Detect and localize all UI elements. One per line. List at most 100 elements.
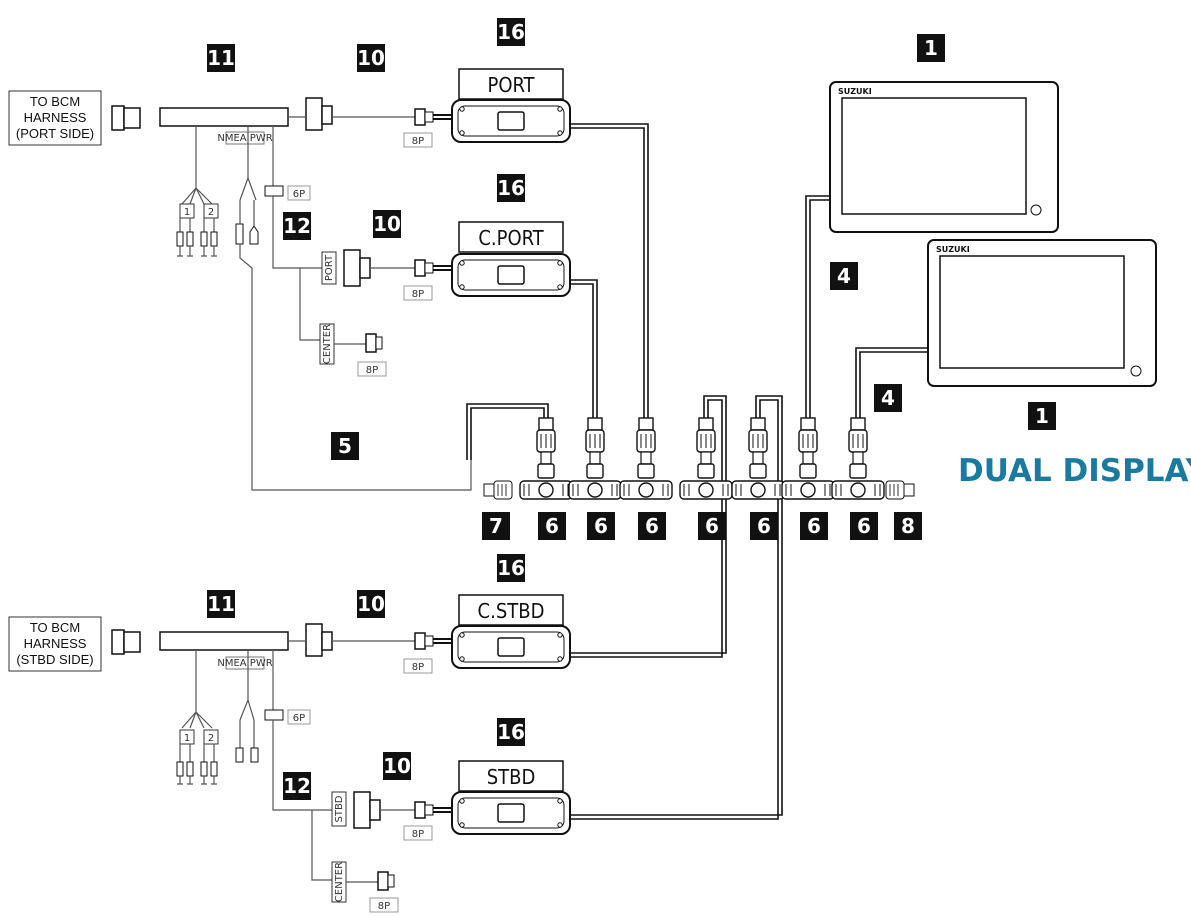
svg-text:6: 6 xyxy=(645,514,659,538)
stbd-6p-label: 6P xyxy=(293,713,305,724)
svg-text:6: 6 xyxy=(705,514,719,538)
stbd-harness-line-1: TO BCM xyxy=(30,620,80,635)
port-6p-label: 6P xyxy=(293,189,305,200)
gateway-modules xyxy=(451,99,571,835)
module-cport-title: C.PORT xyxy=(478,226,544,250)
svg-text:8: 8 xyxy=(901,514,915,538)
callout-4-upper: 4 xyxy=(830,262,858,290)
svg-text:12: 12 xyxy=(283,214,311,238)
callout-11-top: 11 xyxy=(207,44,235,72)
module-port-title: PORT xyxy=(487,73,535,97)
callout-8: 8 xyxy=(894,512,922,540)
port-harness-line-3: (PORT SIDE) xyxy=(16,126,94,141)
module-stbd-title: STBD xyxy=(487,765,536,789)
callout-10-cstbd: 10 xyxy=(357,590,385,618)
callout-6-1: 6 xyxy=(538,512,566,540)
callout-4-lower: 4 xyxy=(874,384,902,412)
stbd-fuse-2-label: 2 xyxy=(208,733,214,744)
stbd-harness-group: TO BCM HARNESS (STBD SIDE) 8P NMEA PWR 1… xyxy=(8,616,452,913)
svg-text:1: 1 xyxy=(924,36,938,60)
callout-10-top: 10 xyxy=(357,44,385,72)
callout-6-4: 6 xyxy=(698,512,726,540)
port-harness-line-2: HARNESS xyxy=(24,110,87,125)
t-connector-5 xyxy=(731,417,785,500)
t-connector-1 xyxy=(519,417,573,500)
display-2-power-icon xyxy=(1130,365,1142,377)
port-8p-connector-icon xyxy=(414,108,426,126)
svg-text:10: 10 xyxy=(373,212,401,236)
port-nmea-pwr-label: NMEA PWR xyxy=(217,133,272,144)
callout-10-stbd: 10 xyxy=(383,752,411,780)
terminator-8-icon xyxy=(885,480,915,500)
callout-6-7: 6 xyxy=(850,512,878,540)
callout-1-lower: 1 xyxy=(1028,402,1056,430)
callout-6-5: 6 xyxy=(750,512,778,540)
stbd-harness-bar xyxy=(159,631,289,651)
t-connector-row xyxy=(519,417,885,500)
backbone-cables xyxy=(466,123,932,820)
callout-5: 5 xyxy=(331,432,359,460)
callout-16-stbd: 16 xyxy=(497,718,525,746)
display-1: SUZUKI xyxy=(829,81,1059,233)
callout-11-bottom: 11 xyxy=(207,590,235,618)
module-cstbd-body xyxy=(451,625,571,669)
module-cstbd-title: C.STBD xyxy=(478,599,545,623)
callout-badges: 16 11 10 1 16 12 10 4 4 1 5 7 8 16 11 10… xyxy=(207,18,1056,800)
port-center-tag-label: CENTER xyxy=(322,324,333,364)
svg-text:1: 1 xyxy=(1035,404,1049,428)
port-harness-label-box xyxy=(8,90,102,146)
cstbd-8p-label: 8P xyxy=(412,662,424,673)
svg-text:11: 11 xyxy=(207,46,235,70)
svg-text:6: 6 xyxy=(807,514,821,538)
svg-text:6: 6 xyxy=(757,514,771,538)
stbd-fuse-1-label: 1 xyxy=(184,733,190,744)
port-harness-line-1: TO BCM xyxy=(30,94,80,109)
svg-text:4: 4 xyxy=(837,264,851,288)
module-port-body xyxy=(451,99,571,143)
port-bcm-connector-icon xyxy=(111,105,125,131)
svg-text:4: 4 xyxy=(881,386,895,410)
cport-8p-label: 8P xyxy=(412,289,424,300)
module-cport-body xyxy=(451,253,571,297)
svg-text:10: 10 xyxy=(357,592,385,616)
t-connector-7 xyxy=(831,417,885,500)
callout-6-6: 6 xyxy=(800,512,828,540)
svg-text:7: 7 xyxy=(489,514,503,538)
port-fuse-2-label: 2 xyxy=(208,207,214,218)
stbd-bcm-connector-icon xyxy=(111,629,125,655)
callout-7: 7 xyxy=(482,512,510,540)
callout-6-3: 6 xyxy=(638,512,666,540)
stbd-center-8p-label: 8P xyxy=(378,901,390,912)
port-6p-connector-icon xyxy=(264,185,284,197)
stbd-plug-icon xyxy=(305,623,323,657)
callout-12-bottom: 12 xyxy=(283,772,311,800)
display-2-brand: SUZUKI xyxy=(936,245,970,254)
svg-text:6: 6 xyxy=(545,514,559,538)
stbd-nmea-pwr-label: NMEA PWR xyxy=(217,658,272,669)
svg-text:5: 5 xyxy=(338,434,352,458)
t-connector-2 xyxy=(568,417,622,500)
port-fuse-1-label: 1 xyxy=(184,207,190,218)
display-2: SUZUKI xyxy=(927,239,1157,387)
t-connector-3 xyxy=(619,417,673,500)
stbd-tag-label: STBD xyxy=(334,795,345,822)
stbd-harness-label-box xyxy=(8,616,102,672)
stbd-terminal-icons xyxy=(176,761,218,785)
svg-text:10: 10 xyxy=(383,754,411,778)
callout-1-top: 1 xyxy=(917,34,945,62)
port-center-8p-label: 8P xyxy=(366,365,378,376)
callout-10-cport: 10 xyxy=(373,210,401,238)
callout-6-2: 6 xyxy=(587,512,615,540)
stbd-harness-line-2: HARNESS xyxy=(24,636,87,651)
nmea-power-cable xyxy=(239,244,472,491)
stbd-center-tag-label: CENTER xyxy=(334,862,345,902)
svg-text:16: 16 xyxy=(497,176,525,200)
module-stbd-body xyxy=(451,791,571,835)
dual-display-title: DUAL DISPLAY xyxy=(958,453,1191,489)
callout-12-top: 12 xyxy=(283,212,311,240)
display-1-power-icon xyxy=(1030,204,1042,216)
stbd-harness-line-3: (STBD SIDE) xyxy=(16,652,93,667)
t-connector-4 xyxy=(679,417,733,500)
port-8p-label: 8P xyxy=(412,136,424,147)
